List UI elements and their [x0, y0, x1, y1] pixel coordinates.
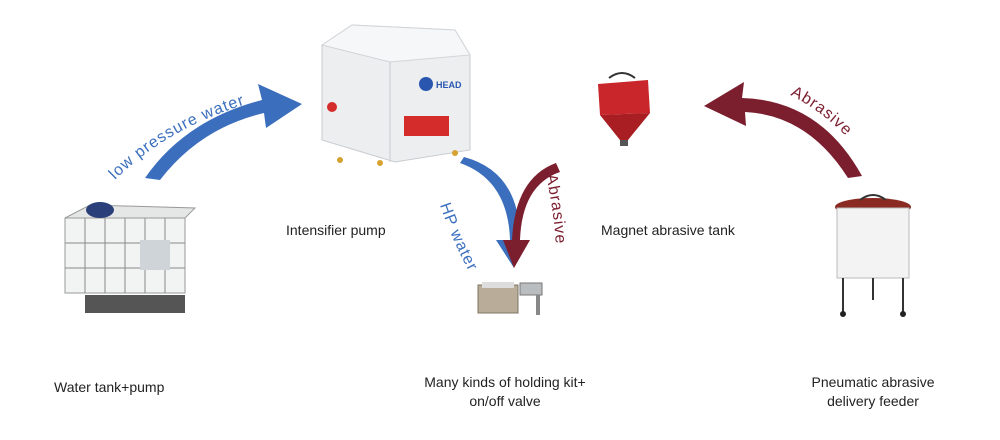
water-tank-label: Water tank+pump — [54, 379, 165, 395]
feeder-label-line2: delivery feeder — [827, 393, 919, 409]
pump-brand-logo: HEAD — [436, 80, 462, 90]
abrasive-down-label: Abrasive — [542, 173, 568, 245]
svg-text:Abrasive: Abrasive — [542, 173, 569, 245]
feeder-label: Pneumatic abrasive delivery feeder — [812, 373, 935, 411]
holding-kit-label-line2: on/off valve — [469, 393, 541, 409]
abrasive-down-arrow — [503, 163, 560, 268]
holding-kit-image — [477, 282, 543, 315]
holding-kit-label-line1: Many kinds of holding kit+ — [424, 374, 586, 390]
water-tank-image — [64, 202, 197, 313]
hp-water-label: HP water — [436, 201, 480, 275]
intensifier-pump-label: Intensifier pump — [286, 222, 386, 238]
magnet-abrasive-tank-image — [598, 72, 650, 146]
low-pressure-water-arrow — [145, 84, 302, 180]
low-pressure-water-label: low pressure water — [106, 92, 246, 183]
svg-text:HP water: HP water — [436, 201, 481, 275]
feeder-label-line1: Pneumatic abrasive — [811, 374, 935, 390]
abrasive-feed-arrow — [704, 82, 862, 178]
holding-kit-label: Many kinds of holding kit+ on/off valve — [424, 373, 585, 411]
magnet-abrasive-tank-label: Magnet abrasive tank — [601, 222, 735, 238]
intensifier-pump-image: HEAD — [320, 24, 471, 166]
svg-text:low pressure water: low pressure water — [106, 92, 247, 183]
pneumatic-feeder-image — [835, 194, 911, 317]
